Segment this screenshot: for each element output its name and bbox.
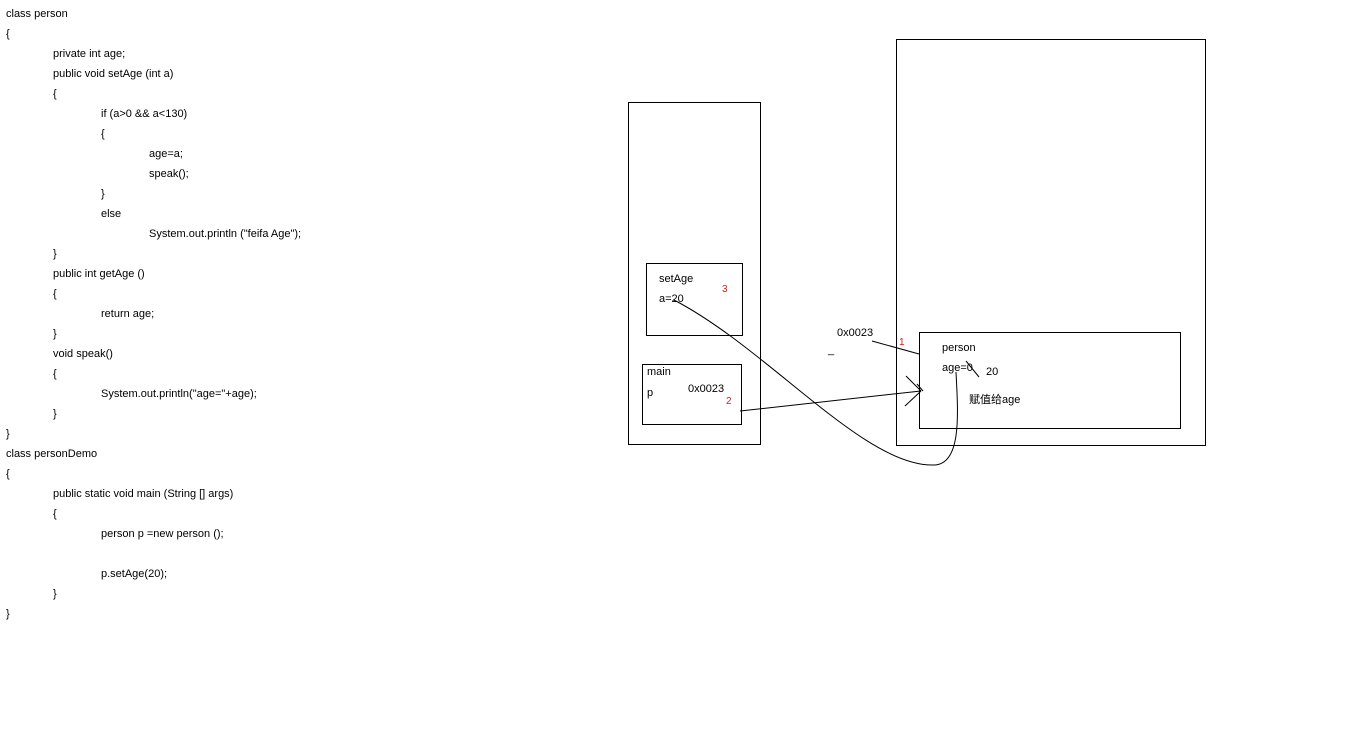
- code-line: if (a>0 && a<130): [101, 108, 188, 120]
- code-line: {: [101, 128, 105, 140]
- main-var-p: p: [647, 387, 654, 399]
- code-line: else: [101, 208, 122, 220]
- step-1-marker: 1: [899, 337, 905, 348]
- setage-frame-title: setAge: [659, 273, 694, 285]
- code-line: }: [101, 188, 105, 200]
- setage-frame: [646, 263, 743, 336]
- reference-arrowhead: [904, 390, 922, 407]
- step-2-marker: 2: [726, 396, 732, 407]
- code-line: {: [6, 28, 10, 40]
- code-line: }: [53, 328, 57, 340]
- code-line: }: [53, 588, 57, 600]
- main-frame: [642, 364, 742, 425]
- code-line: {: [53, 508, 57, 520]
- code-line: }: [53, 408, 57, 420]
- code-line: }: [6, 608, 10, 620]
- code-line: private int age;: [53, 48, 126, 60]
- code-line: System.out.println ("feifa Age");: [149, 228, 302, 240]
- person-object-title: person: [942, 342, 976, 354]
- reference-arrowhead: [905, 375, 922, 392]
- code-line: {: [6, 468, 10, 480]
- assignment-curve: [673, 299, 958, 466]
- main-ref-address: 0x0023: [688, 383, 725, 395]
- code-line: person p =new person ();: [101, 528, 224, 540]
- person-age-field: age=0: [942, 362, 973, 374]
- age-strike-mark: [965, 360, 980, 378]
- assign-age-note: 赋值给age: [969, 394, 1021, 406]
- step-3-marker: 3: [722, 284, 728, 295]
- code-line: class personDemo: [6, 448, 98, 460]
- reference-arrow-line: [739, 390, 922, 412]
- heap-memory-box: [896, 39, 1206, 446]
- code-line: speak();: [149, 168, 189, 180]
- code-line: System.out.println("age="+age);: [101, 388, 257, 400]
- person-object: [919, 332, 1181, 429]
- address-connector-line: [871, 340, 920, 355]
- code-line: return age;: [101, 308, 155, 320]
- person-age-new-value: 20: [986, 366, 999, 378]
- code-line: public static void main (String [] args): [53, 488, 234, 500]
- code-line: void speak(): [53, 348, 113, 360]
- stack-memory-box: [628, 102, 761, 445]
- code-line: }: [53, 248, 57, 260]
- code-line: public int getAge (): [53, 268, 145, 280]
- code-line: public void setAge (int a): [53, 68, 174, 80]
- code-line: {: [53, 288, 57, 300]
- heap-address-label: 0x0023: [837, 327, 874, 339]
- code-line: {: [53, 368, 57, 380]
- code-line: p.setAge(20);: [101, 568, 168, 580]
- code-line: age=a;: [149, 148, 183, 160]
- arrow-tip-mark: [916, 383, 924, 392]
- main-frame-title: main: [647, 366, 671, 378]
- code-line: }: [6, 428, 10, 440]
- code-line: class person: [6, 8, 68, 20]
- stray-dash: _: [828, 344, 835, 356]
- code-line: {: [53, 88, 57, 100]
